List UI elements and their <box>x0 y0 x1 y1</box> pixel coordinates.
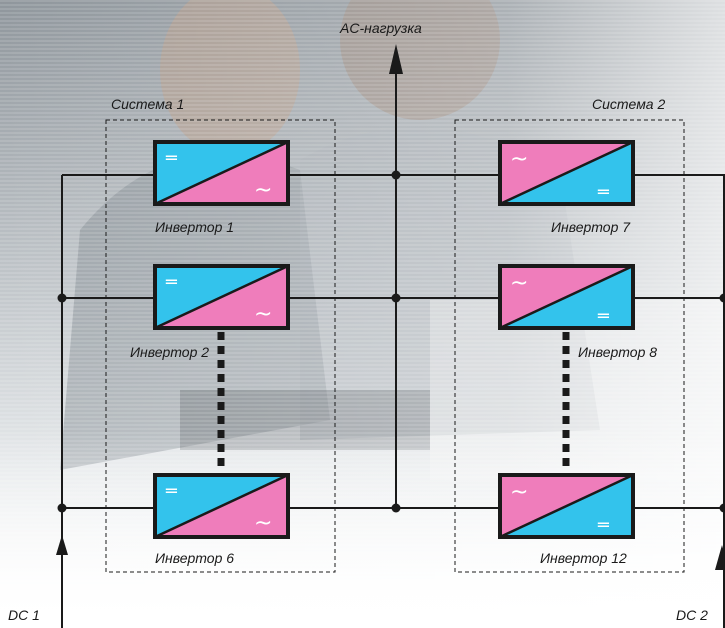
inverter-6-label: Инвертор 6 <box>155 550 234 566</box>
inverter-7-label: Инвертор 7 <box>551 219 631 235</box>
ac-symbol: ~ <box>254 302 272 327</box>
junction-dot <box>391 503 401 513</box>
inverter-12-label: Инвертор 12 <box>540 550 627 566</box>
ac-symbol: ~ <box>254 178 272 203</box>
inverter-6: ═ ~ <box>153 473 290 539</box>
ac-load-label: AC-нагрузка <box>339 20 422 36</box>
system-1-label: Система 1 <box>111 96 184 112</box>
junction-dot <box>57 293 67 303</box>
inverter-1-label: Инвертор 1 <box>155 219 234 235</box>
dc-symbol: ═ <box>165 272 178 293</box>
junction-dot <box>719 503 725 513</box>
junction-dot <box>391 293 401 303</box>
dc-symbol: ═ <box>597 182 610 203</box>
dc-2-label: DC 2 <box>676 607 708 623</box>
inverter-1: ═ ~ <box>153 140 290 206</box>
ac-symbol: ~ <box>510 271 528 296</box>
inverter-12: ~ ═ <box>498 473 635 539</box>
system-2-label: Система 2 <box>592 96 665 112</box>
dc-symbol: ═ <box>165 481 178 502</box>
junction-dot <box>57 503 67 513</box>
dc2-arrow <box>715 545 725 570</box>
ac-arrow <box>389 44 403 74</box>
inverter-8: ~ ═ <box>498 264 635 330</box>
dc1-arrow <box>56 535 68 555</box>
junction-dot <box>391 170 401 180</box>
ac-symbol: ~ <box>510 480 528 505</box>
dc-symbol: ═ <box>597 515 610 536</box>
inverter-2-label: Инвертор 2 <box>130 344 209 360</box>
dc-1-label: DC 1 <box>8 607 40 623</box>
dc-symbol: ═ <box>597 306 610 327</box>
ac-symbol: ~ <box>254 511 272 536</box>
system-2-box <box>454 119 685 573</box>
dc-symbol: ═ <box>165 148 178 169</box>
inverter-2: ═ ~ <box>153 264 290 330</box>
system-1-box <box>105 119 336 573</box>
ac-symbol: ~ <box>510 147 528 172</box>
junction-dot <box>719 293 725 303</box>
inverter-7: ~ ═ <box>498 140 635 206</box>
inverter-8-label: Инвертор 8 <box>578 344 657 360</box>
